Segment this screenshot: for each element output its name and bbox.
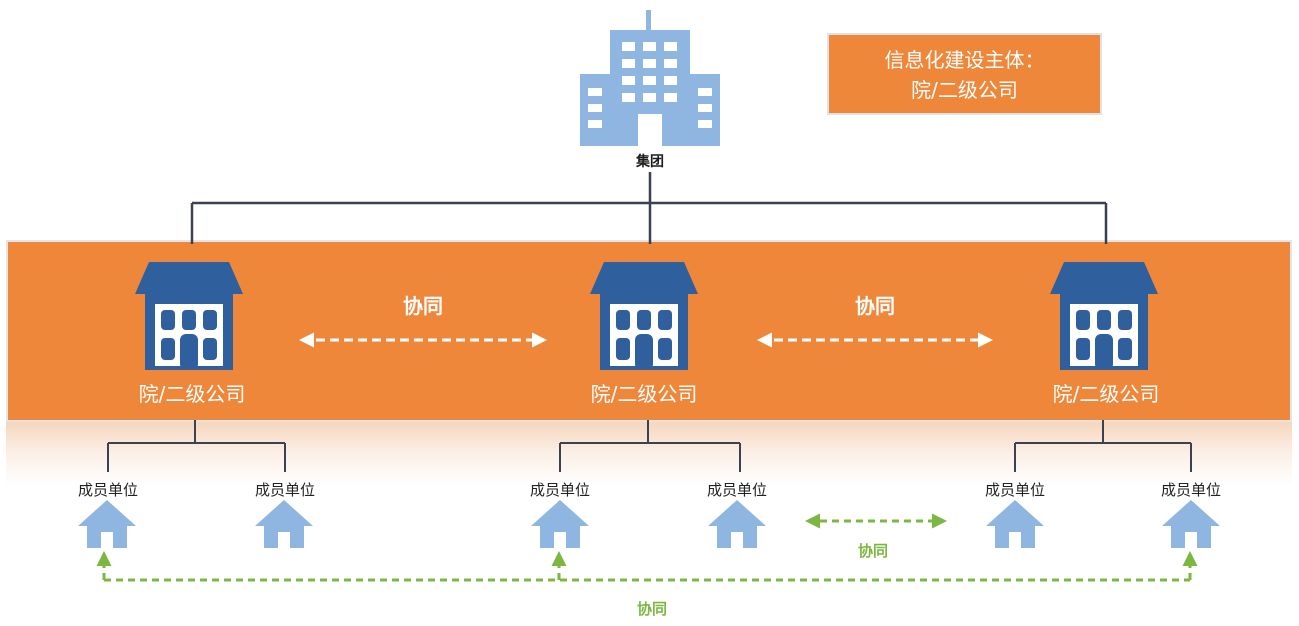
member-house-icon bbox=[986, 500, 1044, 548]
collab-label-2: 协同 bbox=[855, 294, 895, 318]
member-house-icon bbox=[78, 500, 136, 548]
member-label-2: 成员单位 bbox=[254, 481, 315, 499]
member-house-icon bbox=[531, 500, 589, 548]
member-collab-label: 协同 bbox=[857, 542, 888, 560]
company-label-2: 院/二级公司 bbox=[590, 382, 698, 406]
legend-line-1: 信息化建设主体： bbox=[884, 48, 1045, 72]
company-building-icon bbox=[135, 262, 243, 370]
legend-line-2: 院/二级公司 bbox=[911, 78, 1018, 102]
group-connector bbox=[190, 172, 1108, 244]
company-building-icon bbox=[590, 262, 698, 370]
member-label-3: 成员单位 bbox=[529, 481, 590, 499]
group-label: 集团 bbox=[636, 154, 664, 170]
legend-box: 信息化建设主体： 院/二级公司 bbox=[827, 33, 1102, 115]
company-label-3: 院/二级公司 bbox=[1052, 382, 1160, 406]
bottom-collab-label: 协同 bbox=[636, 600, 667, 618]
company-building-icon bbox=[1050, 262, 1158, 370]
member-connectors bbox=[107, 420, 1192, 472]
member-house-icon bbox=[255, 500, 313, 548]
member-house-icon bbox=[708, 500, 766, 548]
collab-label-1: 协同 bbox=[403, 294, 443, 318]
member-label-4: 成员单位 bbox=[706, 481, 767, 499]
company-label-1: 院/二级公司 bbox=[138, 382, 246, 406]
member-label-1: 成员单位 bbox=[77, 481, 138, 499]
member-label-6: 成员单位 bbox=[1160, 481, 1221, 499]
member-label-5: 成员单位 bbox=[984, 481, 1045, 499]
office-tower-icon bbox=[580, 10, 720, 146]
bottom-collab-bus bbox=[96, 551, 1198, 582]
member-house-icon bbox=[1162, 500, 1220, 548]
